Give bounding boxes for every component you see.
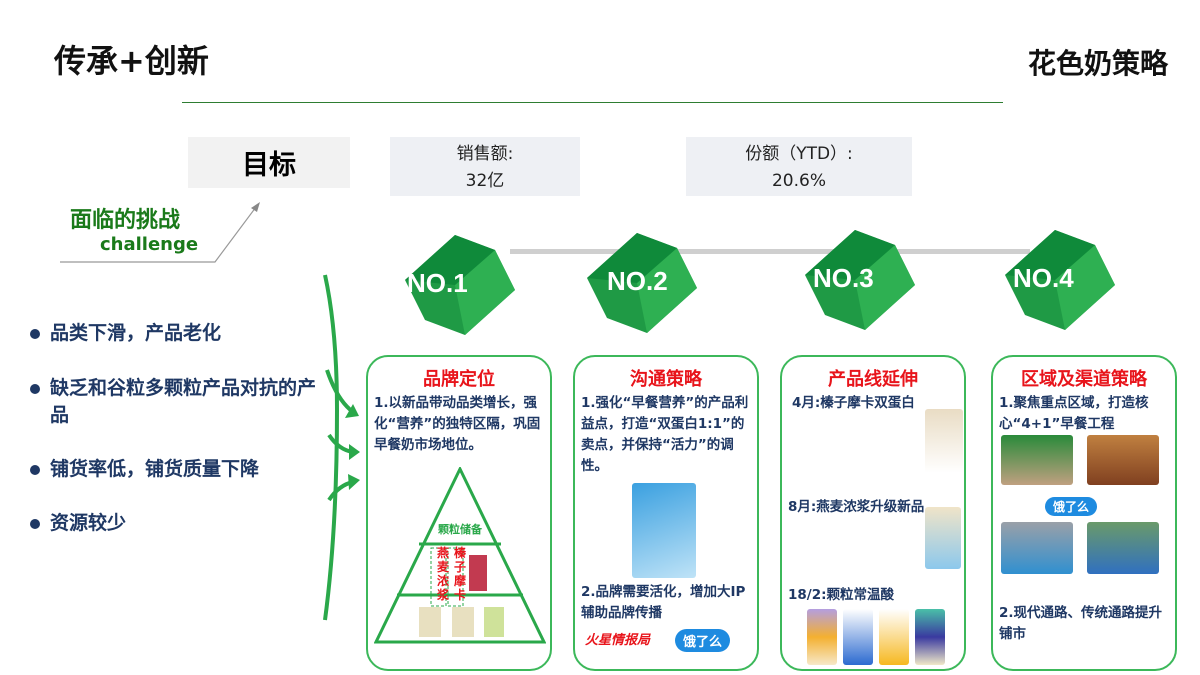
card-text: 2.现代通路、传统通路提升铺市 (999, 605, 1163, 642)
connector-line (510, 249, 1030, 254)
product-can (879, 609, 909, 665)
strategy-title: 花色奶策略 (1027, 47, 1168, 80)
step-cube-3: NO.3 (805, 230, 915, 330)
step-cube-4: NO.4 (1005, 230, 1115, 330)
logo-eleme: 饿了么 (675, 629, 731, 652)
kpi-label: 份额（YTD）: (745, 144, 853, 164)
svg-text:NO.2: NO.2 (607, 266, 668, 296)
card-channel: 区域及渠道策略 1.聚焦重点区域，打造核心“4+1”早餐工程 饿了么 2.现代通… (991, 355, 1177, 671)
card-text: 1.聚焦重点区域，打造核心“4+1”早餐工程 (999, 395, 1149, 432)
divider (182, 102, 1003, 103)
svg-text:NO.3: NO.3 (813, 263, 874, 293)
product-oat: 燕麦浓浆 (437, 546, 450, 602)
card-text: 1.强化“早餐营养”的产品利益点，打造“双蛋白1:1”的卖点，并保持“活力”的调… (581, 395, 749, 474)
product-oat-pack (925, 507, 961, 569)
store-photo (1087, 435, 1159, 485)
card-title: 品牌定位 (423, 369, 495, 390)
campaign-poster (632, 483, 696, 578)
kpi-value: 20.6% (771, 171, 826, 191)
product-can (843, 609, 873, 665)
product-can (915, 609, 945, 665)
kpi-value: 32亿 (465, 171, 505, 191)
product-pyramid: 颗粒储备 (374, 467, 546, 644)
green-arrows-icon (323, 274, 360, 621)
logo-eleme: 饿了么 (1045, 497, 1098, 516)
card-text: 18/2:颗粒常温酸 (788, 587, 895, 603)
card-text: 1.以新品带动品类增长，强化“营养”的独特区隔，巩固早餐奶市场地位。 (374, 395, 541, 453)
card-product-line: 产品线延伸 4月:榛子摩卡双蛋白 8月:燕麦浓浆升级新品 18/2:颗粒常温酸 (780, 355, 966, 671)
card-communication: 沟通策略 1.强化“早餐营养”的产品利益点，打造“双蛋白1:1”的卖点，并保持“… (573, 355, 759, 671)
kpi-sales: 销售额: 32亿 (390, 137, 580, 196)
product-hazelnut: 榛子摩卡 (454, 546, 467, 602)
arrow-line-icon (60, 202, 260, 263)
card-text: 4月:榛子摩卡双蛋白 (792, 395, 915, 411)
card-title: 产品线延伸 (828, 369, 918, 390)
card-title: 沟通策略 (630, 369, 702, 390)
challenge-subtitle: challenge (100, 234, 199, 255)
step-cube-1: NO.1 (405, 235, 515, 335)
card-text: 8月:燕麦浓浆升级新品 (788, 499, 925, 515)
challenge-title: 面临的挑战 (70, 208, 181, 233)
step-cube-2: NO.2 (587, 233, 697, 333)
kpi-share: 份额（YTD）: 20.6% (686, 137, 912, 196)
logo-ip-show: 火星情报局 (585, 633, 651, 648)
card-text: 2.品牌需要活化，增加大IP辅助品牌传播 (581, 584, 746, 621)
challenge-item: 品类下滑，产品老化 (30, 320, 320, 347)
store-photo (1001, 435, 1073, 485)
store-photo (1087, 522, 1159, 574)
challenge-item: 资源较少 (30, 510, 320, 537)
store-photo (1001, 522, 1073, 574)
kpi-label: 销售额: (456, 144, 514, 164)
challenge-item: 铺货率低，铺货质量下降 (30, 456, 320, 483)
svg-text:NO.1: NO.1 (407, 268, 468, 298)
challenge-item: 缺乏和谷粒多颗粒产品对抗的产品 (30, 375, 320, 429)
steps-timeline: NO.1 NO.2 NO.3 NO.4 (405, 230, 1115, 335)
page-title: 传承+创新 (54, 42, 209, 80)
product-hazelnut-pack (925, 409, 963, 473)
card-brand-positioning: 品牌定位 1.以新品带动品类增长，强化“营养”的独特区隔，巩固早餐奶市场地位。 … (366, 355, 552, 671)
card-title: 区域及渠道策略 (1021, 369, 1147, 390)
svg-text:颗粒储备: 颗粒储备 (438, 522, 483, 536)
goal-label: 目标 (188, 137, 350, 188)
svg-text:NO.4: NO.4 (1013, 263, 1074, 293)
product-can (807, 609, 837, 665)
